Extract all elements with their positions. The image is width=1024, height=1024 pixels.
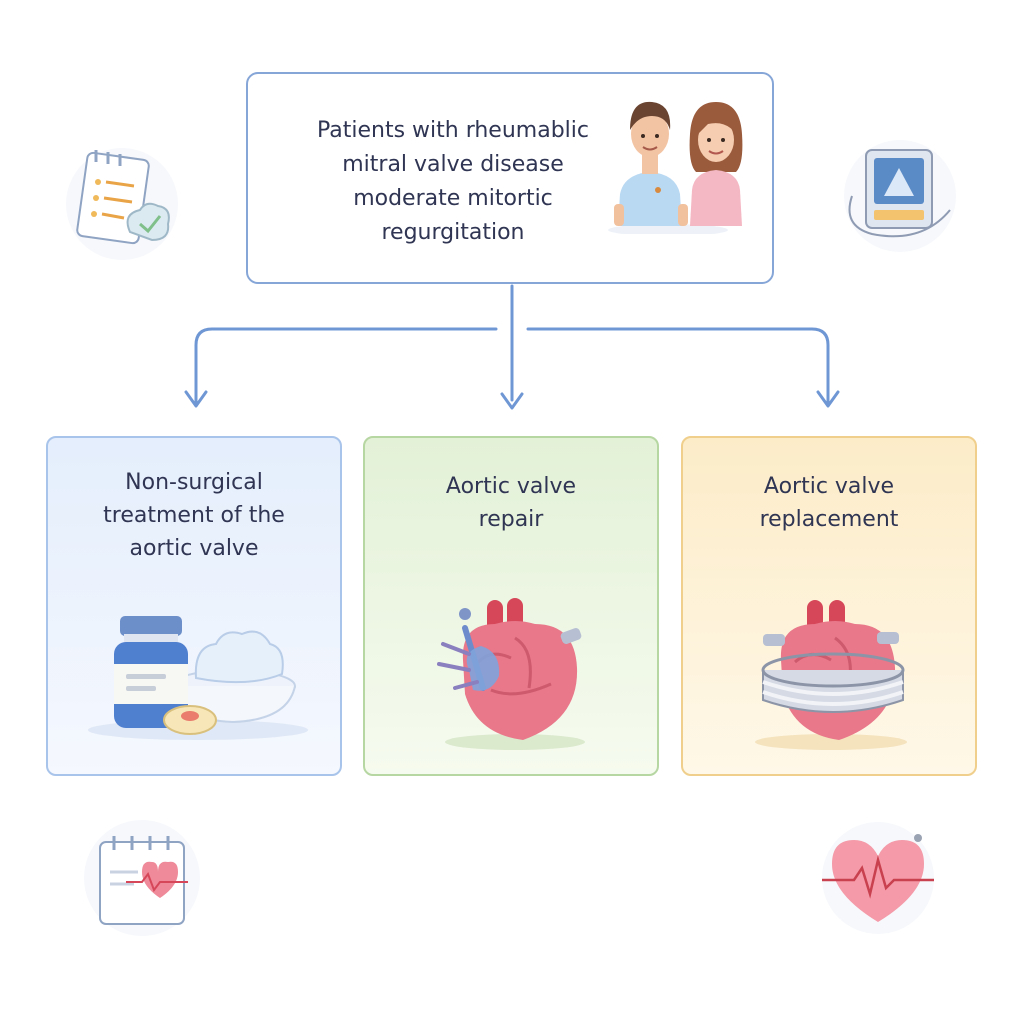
heart-pulse-icon (822, 822, 934, 934)
patient-group-box: Patients with rheumablic mitral valve di… (246, 72, 774, 284)
calendar-heart-icon (84, 820, 200, 936)
option-title-line: Non-surgical (125, 470, 263, 495)
patients-icon (608, 101, 743, 234)
option-title-line: Aortic valve (445, 474, 577, 499)
option-title-line: treatment of the (103, 503, 285, 528)
patient-group-line-2: mitral valve disease (342, 152, 564, 177)
patient-group-line-3: moderate mitortic (353, 186, 553, 211)
medication-icon (88, 616, 308, 740)
patient-group-line-1: Patients with rheumablic (316, 118, 589, 143)
option-title-repair: Aortic valve repair (375, 470, 647, 536)
option-title-line: repair (478, 507, 544, 532)
option-card-repair: Aortic valve repair (363, 436, 659, 776)
arrowhead-right (816, 390, 840, 408)
option-title-replacement: Aortic valve replacement (693, 470, 965, 536)
heart-replacement-icon (755, 600, 907, 750)
arrowhead-center (500, 392, 524, 410)
ultrasound-monitor-icon (844, 140, 956, 252)
connector-left (194, 327, 498, 404)
option-title-non-surgical: Non-surgical treatment of the aortic val… (58, 466, 330, 565)
option-title-line: aortic valve (129, 536, 259, 561)
option-card-non-surgical: Non-surgical treatment of the aortic val… (46, 436, 342, 776)
connector-right (526, 327, 830, 404)
arrowhead-left (184, 390, 208, 408)
heart-repair-icon (437, 598, 585, 750)
option-card-replacement: Aortic valve replacement (681, 436, 977, 776)
checklist-icon (66, 148, 178, 260)
patient-group-line-4: regurgitation (381, 220, 525, 245)
option-title-line: replacement (759, 507, 899, 532)
patient-group-text: Patients with rheumablic mitral valve di… (288, 114, 618, 250)
option-title-line: Aortic valve (763, 474, 895, 499)
